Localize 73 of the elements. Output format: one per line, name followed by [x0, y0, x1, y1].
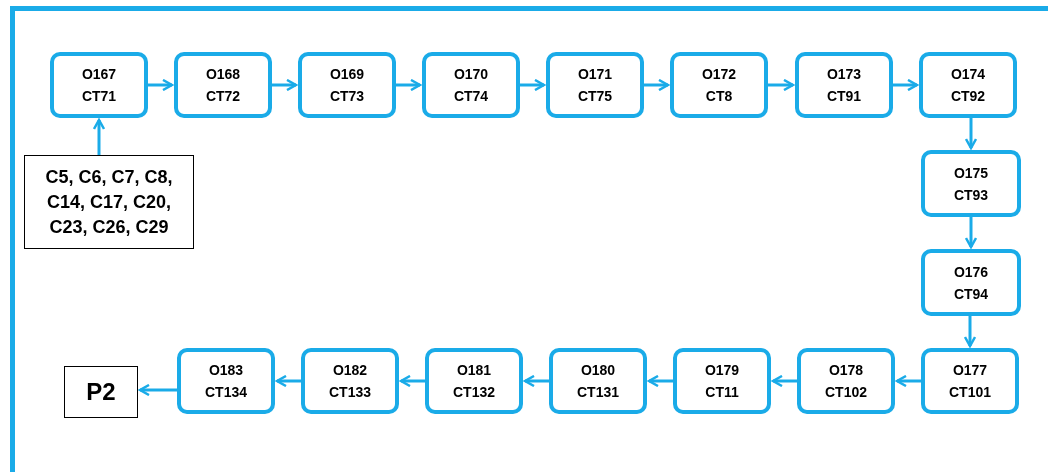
node-label: O178 — [828, 361, 864, 380]
process-box — [301, 348, 399, 414]
process-box — [298, 52, 396, 118]
node-label: CT132 — [453, 383, 495, 402]
node-label: CT94 — [953, 284, 989, 304]
arrow — [148, 78, 174, 92]
node-label: CT92 — [950, 87, 986, 106]
node-label: CT91 — [826, 87, 862, 106]
node-label: CT101 — [949, 383, 991, 402]
process-box — [177, 348, 275, 414]
node-label: CT131 — [577, 383, 619, 402]
node-label: O182 — [332, 361, 368, 380]
node-label: O171 — [577, 65, 613, 84]
arrow — [771, 374, 797, 388]
node-label: CT72 — [205, 87, 241, 106]
node-label: CT134 — [205, 383, 247, 402]
node-label: C5, C6, C7, C8, C14, C17, C20, C23, C26, C29 — [44, 165, 174, 239]
target-box — [64, 366, 138, 418]
node-label: O172 — [701, 65, 737, 84]
node-label: CT133 — [329, 383, 371, 402]
arrow — [768, 78, 795, 92]
node-label: O179 — [704, 361, 740, 380]
node-label: CT8 — [705, 87, 733, 106]
process-box — [422, 52, 520, 118]
arrow — [523, 374, 549, 388]
arrow — [963, 316, 977, 348]
process-box — [50, 52, 148, 118]
process-box — [797, 348, 895, 414]
node-label: CT74 — [453, 87, 489, 106]
arrow — [272, 78, 298, 92]
node-label: O170 — [453, 65, 489, 84]
node-label: CT11 — [705, 383, 739, 402]
arrow — [399, 374, 425, 388]
node-label: O181 — [456, 361, 492, 380]
node-label: CT93 — [953, 185, 989, 205]
process-box — [919, 52, 1017, 118]
process-box — [549, 348, 647, 414]
node-label: CT75 — [577, 87, 613, 106]
arrow — [964, 217, 978, 249]
arrow — [92, 118, 106, 155]
process-box — [670, 52, 768, 118]
process-box — [921, 348, 1019, 414]
process-box — [795, 52, 893, 118]
node-label: P2 — [86, 377, 116, 407]
process-box — [921, 150, 1021, 217]
arrow — [275, 374, 301, 388]
node-label: O167 — [81, 65, 117, 84]
node-label: O174 — [950, 65, 986, 84]
node-label: O180 — [580, 361, 616, 380]
process-box — [546, 52, 644, 118]
arrow — [964, 118, 978, 150]
process-box — [673, 348, 771, 414]
node-label: CT102 — [825, 383, 867, 402]
arrow — [520, 78, 546, 92]
process-box — [425, 348, 523, 414]
arrow — [647, 374, 673, 388]
node-label: CT73 — [329, 87, 365, 106]
arrow — [895, 374, 921, 388]
process-box — [174, 52, 272, 118]
source-box — [24, 155, 194, 249]
node-label: O169 — [329, 65, 365, 84]
node-label: O175 — [953, 163, 989, 183]
arrow — [893, 78, 919, 92]
node-label: O168 — [205, 65, 241, 84]
node-label: CT71 — [81, 87, 117, 106]
node-label: O176 — [953, 262, 989, 282]
arrow — [138, 383, 177, 397]
arrow — [644, 78, 670, 92]
node-label: O183 — [208, 361, 244, 380]
process-box — [921, 249, 1021, 316]
node-label: O173 — [826, 65, 862, 84]
arrow — [396, 78, 422, 92]
node-label: O177 — [952, 361, 988, 380]
